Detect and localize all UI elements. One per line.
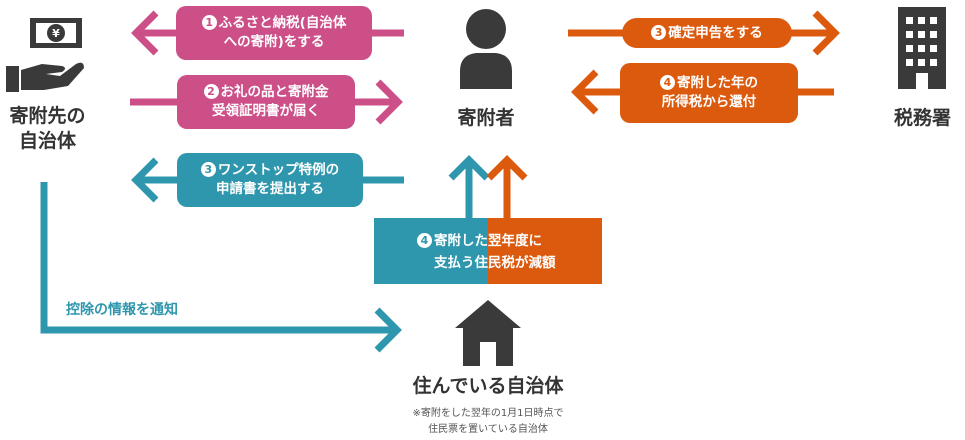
step4b-line1-b: 翌年度に: [488, 233, 542, 249]
municipality-label-line2: 自治体: [18, 130, 76, 152]
step4b-teal-arrow: [448, 155, 490, 220]
step4a-number: 4: [660, 75, 675, 90]
step1-line2: への寄附)をする: [223, 34, 325, 50]
municipality-label-line1: 寄附先の: [9, 105, 86, 127]
step2-number: 2: [203, 84, 219, 99]
home-municipality-node: 住んでいる自治体 ※寄附をした翌年の1月1日時点で 住民票を置いている自治体: [370, 298, 606, 440]
step4b-line2-a: 支払う住: [434, 255, 488, 271]
step3a-number: 3: [200, 162, 216, 177]
building-icon: [898, 7, 946, 89]
step4a-line2: 所得税から還付: [661, 94, 757, 110]
step4b-line1-a: 寄附した: [434, 233, 488, 249]
donor-label: 寄附者: [457, 107, 515, 129]
step1-line1: ふるさと納税(自治体: [218, 15, 347, 31]
person-icon: [460, 9, 512, 89]
home-municipality-label: 住んでいる自治体: [412, 375, 564, 397]
step3b-line1: 確定申告をする: [668, 24, 763, 41]
notify-label: 控除の情報を通知: [66, 302, 178, 318]
step4b-number: 4: [417, 233, 432, 248]
step4b-orange-half: 翌年度に 民税が減額: [488, 218, 602, 284]
step2-line1: お礼の品と寄附金: [220, 84, 329, 100]
step4b-line2-b: 民税が減額: [488, 255, 556, 271]
tax-office-node: 税務署: [880, 5, 965, 135]
house-icon: [455, 300, 521, 366]
money-in-hand-icon: ¥: [6, 18, 84, 92]
step2-line2: 受領証明書が届く: [212, 103, 320, 119]
step3a-line1: ワンストップ特例の: [217, 162, 340, 178]
step4a-line1: 寄附した年の: [677, 75, 758, 91]
home-municipality-note-line2: 住民票を置いている自治体: [428, 424, 548, 435]
svg-text:¥: ¥: [52, 27, 60, 40]
tax-office-label: 税務署: [893, 107, 951, 129]
step3b-number: 3: [651, 24, 667, 40]
notify-arrow: [40, 182, 402, 353]
municipality-node: ¥ 寄附先の 自治体: [0, 10, 95, 160]
step3a-line2: 申請書を提出する: [216, 181, 324, 197]
home-municipality-note-line1: ※寄附をした翌年の1月1日時点で: [412, 408, 564, 419]
step4b-orange-arrow: [486, 155, 528, 220]
donor-node: 寄附者: [436, 5, 536, 135]
step1-number: 1: [201, 15, 217, 30]
